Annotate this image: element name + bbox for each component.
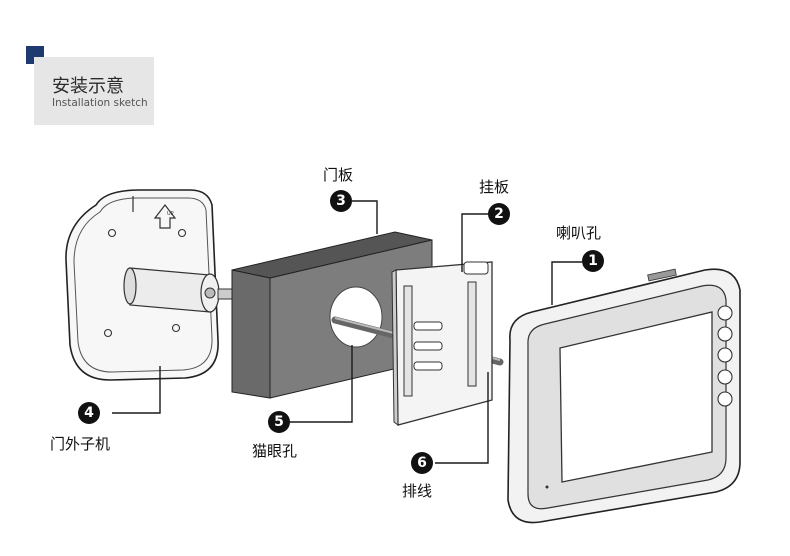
indoor-monitor-illustration [507, 268, 741, 524]
svg-text:UP: UP [167, 211, 174, 217]
label-outdoor-unit: 门外子机 [50, 435, 111, 453]
label-peephole: 猫眼孔 [252, 442, 298, 460]
leader-lines [112, 200, 582, 464]
label-cable: 排线 [402, 482, 433, 500]
badge-mount-plate: 2 [488, 203, 510, 225]
page-title: 安装示意 [52, 76, 124, 97]
label-door-panel: 门板 [323, 166, 354, 184]
outdoor-unit-illustration: UP [65, 189, 235, 381]
badge-speaker-hole: 1 [582, 250, 604, 272]
label-speaker-hole: 喇叭孔 [556, 224, 602, 242]
header-box [34, 57, 154, 125]
mount-plate-illustration [391, 261, 493, 427]
badge-outdoor-unit: 4 [78, 402, 100, 424]
badge-peephole: 5 [268, 411, 290, 433]
door-panel-illustration [231, 231, 433, 399]
badge-cable: 6 [411, 452, 433, 474]
label-mount-plate: 挂板 [479, 178, 510, 196]
page-subtitle: Installation sketch [52, 97, 148, 109]
badge-door-panel: 3 [330, 190, 352, 212]
